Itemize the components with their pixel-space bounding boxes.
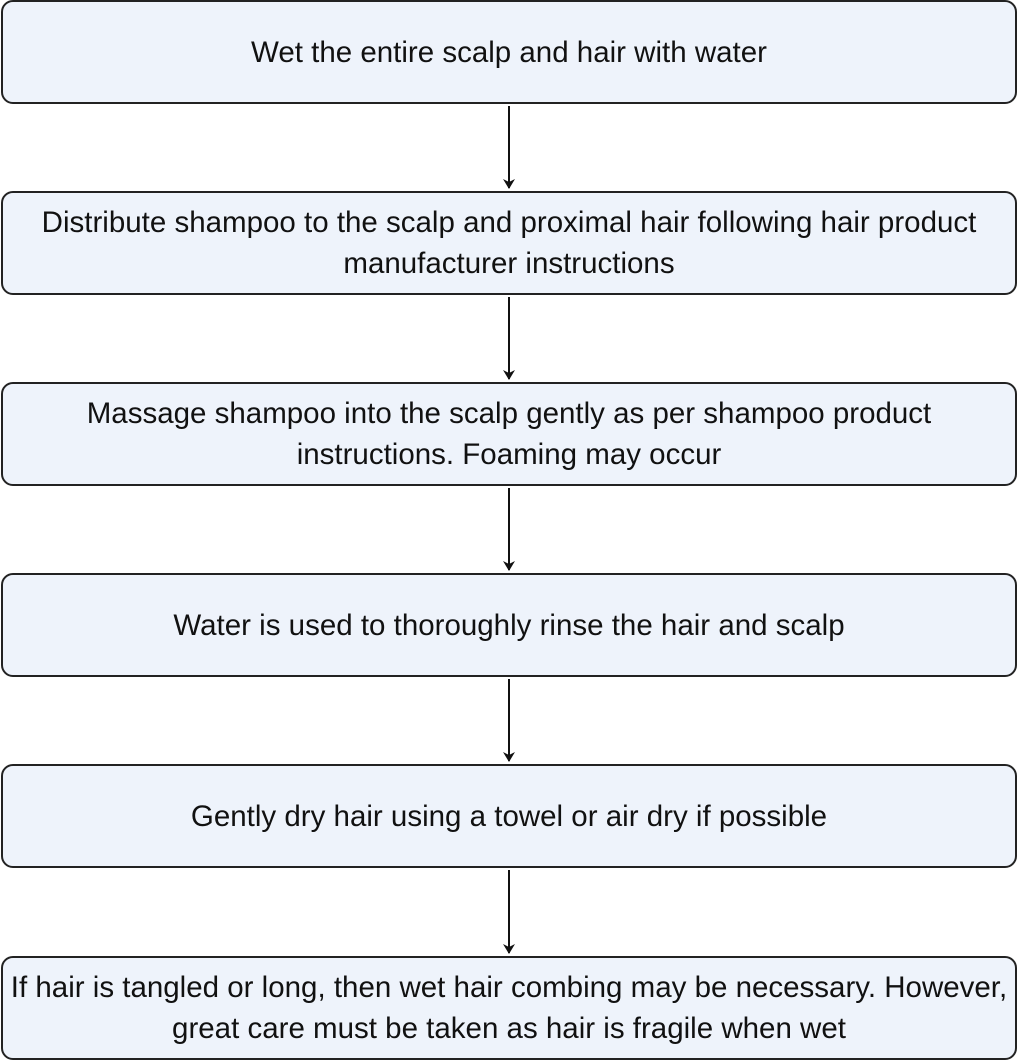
step-3-box: Massage shampoo into the scalp gently as… bbox=[1, 382, 1017, 486]
step-1-box: Wet the entire scalp and hair with water bbox=[1, 0, 1017, 104]
step-5-box: Gently dry hair using a towel or air dry… bbox=[1, 764, 1017, 868]
step-6-text: If hair is tangled or long, then wet hai… bbox=[10, 971, 1008, 1045]
step-3-text: Massage shampoo into the scalp gently as… bbox=[86, 397, 932, 471]
step-2-box: Distribute shampoo to the scalp and prox… bbox=[1, 191, 1017, 295]
step-6-box: If hair is tangled or long, then wet hai… bbox=[1, 956, 1017, 1060]
step-2-text: Distribute shampoo to the scalp and prox… bbox=[41, 206, 977, 280]
step-4-box: Water is used to thoroughly rinse the ha… bbox=[1, 573, 1017, 677]
step-1-text: Wet the entire scalp and hair with water bbox=[251, 35, 767, 69]
step-4-text: Water is used to thoroughly rinse the ha… bbox=[173, 608, 845, 642]
step-5-text: Gently dry hair using a towel or air dry… bbox=[190, 799, 828, 833]
